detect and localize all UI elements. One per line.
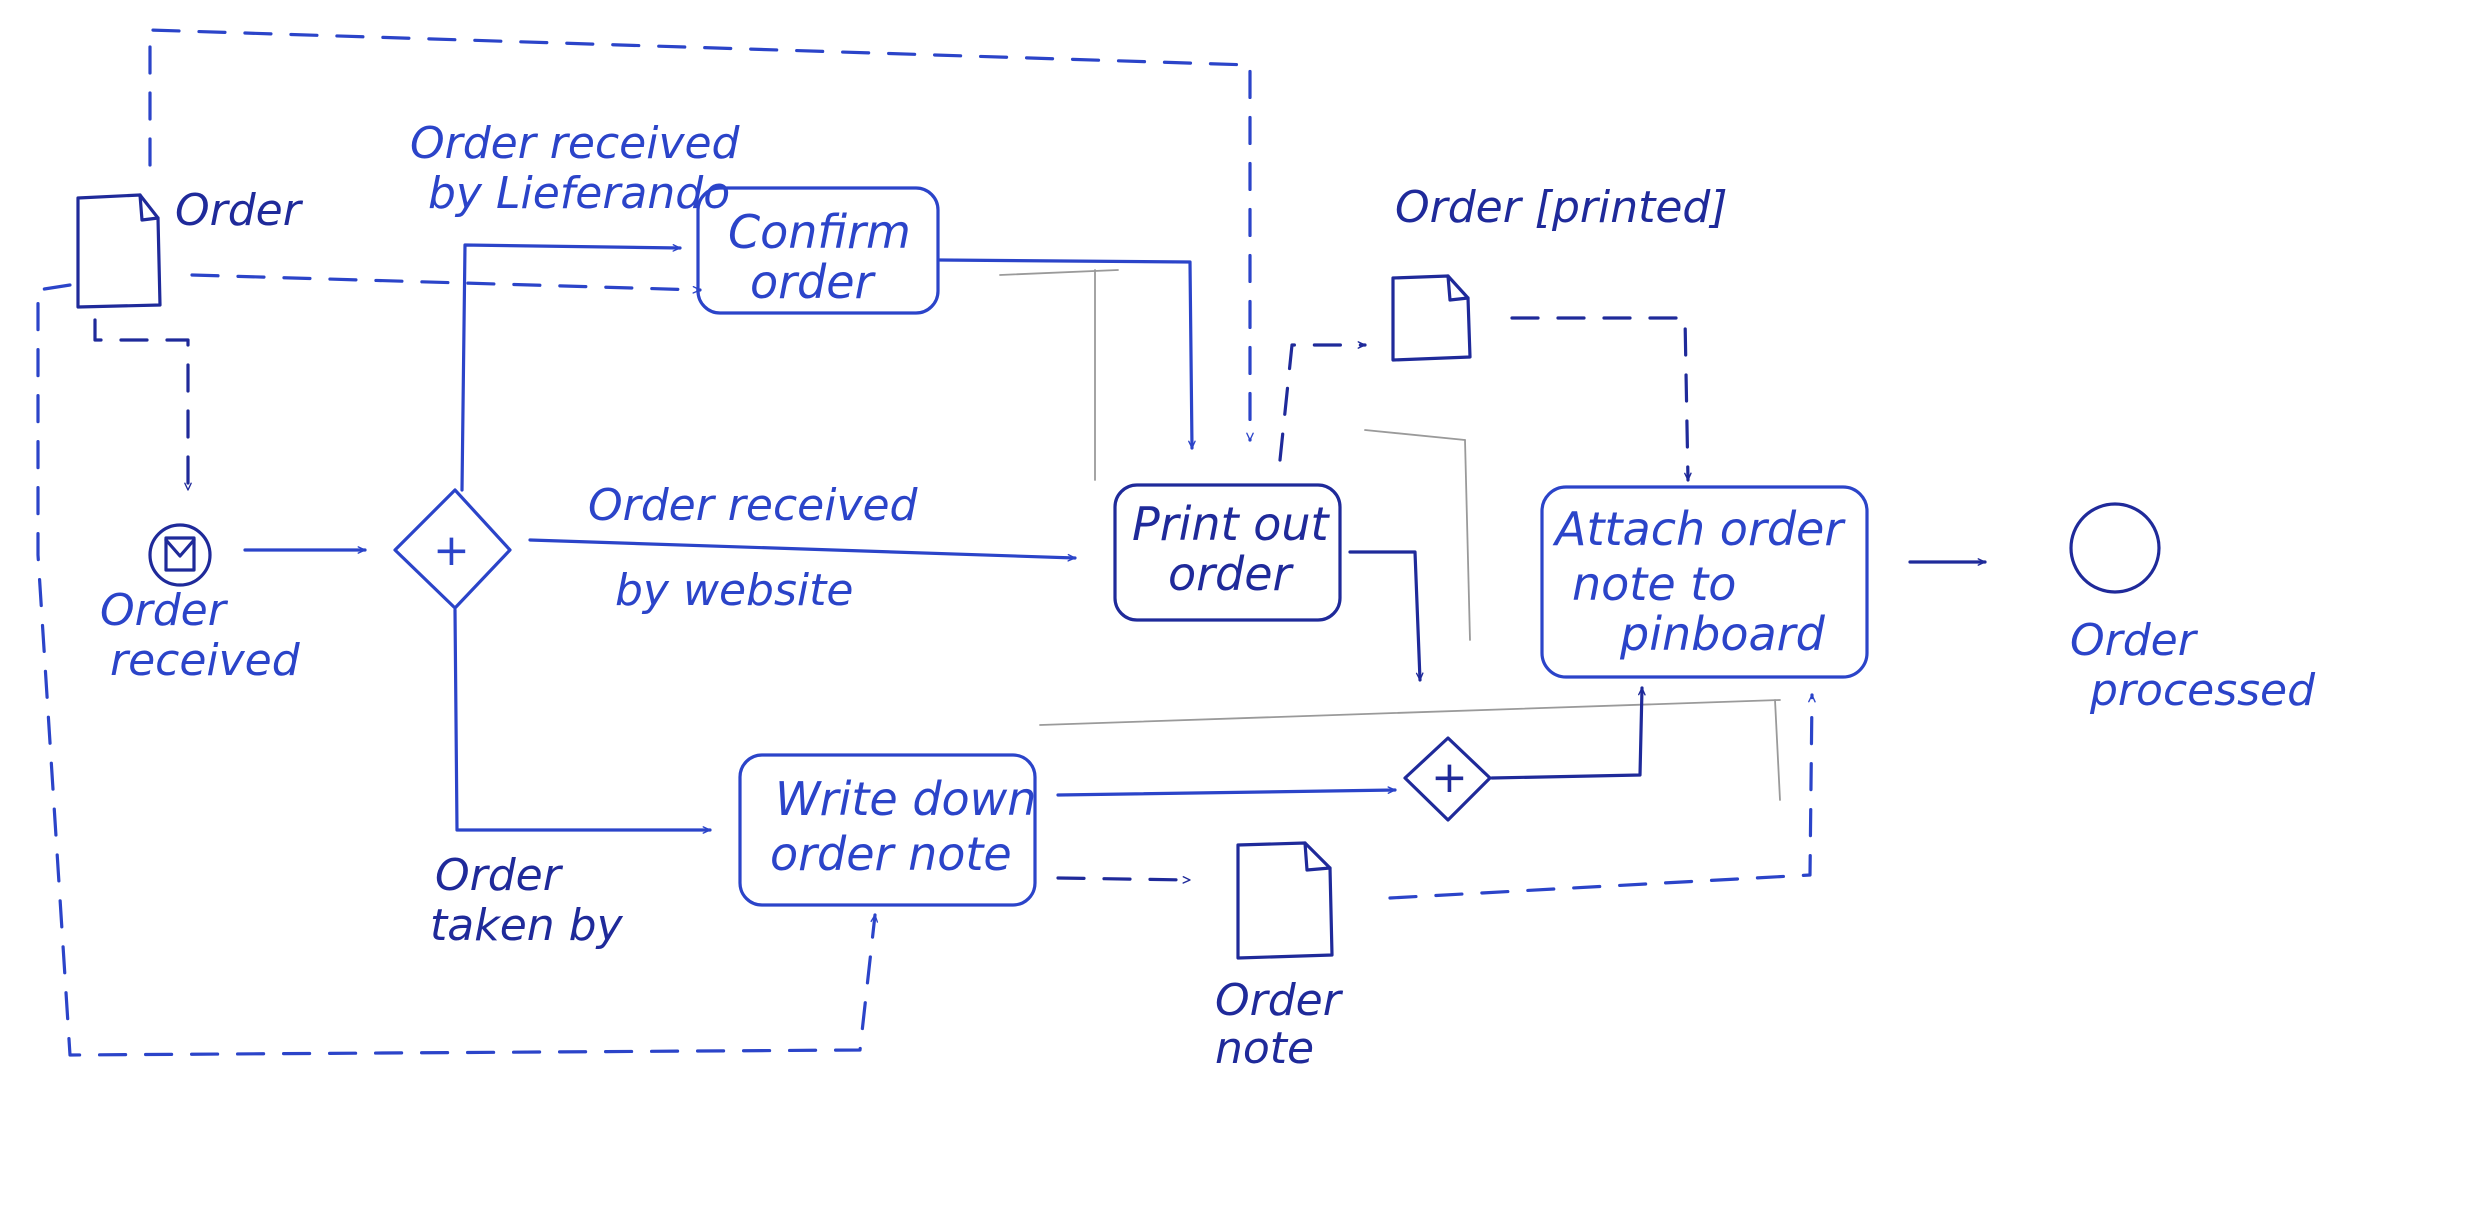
flow-gateway-confirm <box>460 243 682 492</box>
flow-label-website-1: Order received <box>588 480 919 531</box>
order-note-label-2: note <box>1215 1023 1314 1074</box>
assoc-order-start <box>93 318 192 492</box>
start-event-label-2: received <box>110 635 301 686</box>
document-icon <box>1391 274 1472 362</box>
end-event-label-2: processed <box>2089 665 2316 716</box>
task-print-label-1: Print out <box>1132 497 1331 551</box>
task-write-label-2: order note <box>770 827 1012 881</box>
order-printed-data-object: Order [printed] <box>1391 182 1728 362</box>
flow-write-join <box>1056 786 1397 797</box>
order-note-data-object: Order note <box>1215 841 1344 1074</box>
task-write-label-1: Write down <box>775 772 1036 826</box>
flow-label-lieferando-2: by Lieferando <box>428 168 730 219</box>
gateway-split-symbol: + <box>433 525 470 576</box>
task-attach-label-1: Attach order <box>1552 502 1846 556</box>
flow-gateway-write <box>453 608 712 834</box>
flow-confirm-print <box>938 258 1196 450</box>
parallel-gateway-join: + <box>1403 736 1492 822</box>
dashed-loop-bottom <box>36 283 879 1057</box>
document-icon <box>76 193 162 309</box>
parallel-gateway-split: + <box>393 488 512 610</box>
assoc-printed-attach <box>1510 316 1692 482</box>
task-print-label-2: order <box>1168 547 1295 601</box>
document-icon <box>1236 841 1334 960</box>
start-event: Order received <box>100 523 301 686</box>
task-confirm-order: Confirm order <box>696 186 940 315</box>
assoc-note-attach <box>1388 693 1816 900</box>
assoc-print-printed <box>1278 341 1367 462</box>
order-data-object: Order <box>76 185 304 309</box>
assoc-write-note <box>1056 876 1192 884</box>
order-data-label: Order <box>175 185 304 236</box>
task-confirm-label-1: Confirm <box>728 205 911 259</box>
flow-label-taken-1: Order <box>435 850 564 901</box>
end-event: Order processed <box>2069 502 2316 716</box>
flow-join-attach <box>1490 686 1646 780</box>
pencil-guides <box>999 269 1781 801</box>
flow-label-website-2: by website <box>615 565 853 616</box>
assoc-order-confirm <box>190 273 702 294</box>
envelope-icon <box>164 536 196 572</box>
order-note-label-1: Order <box>1215 975 1344 1026</box>
order-printed-label: Order [printed] <box>1395 182 1728 233</box>
start-event-label-1: Order <box>100 585 229 636</box>
task-attach-label-2: note to <box>1572 557 1736 611</box>
flow-gateway-print <box>528 538 1077 562</box>
task-print-order: Print out order <box>1113 483 1342 622</box>
task-attach-pinboard: Attach order note to pinboard <box>1540 485 1869 679</box>
gateway-join-symbol: + <box>1431 752 1468 803</box>
flow-label-taken-2: taken by <box>430 900 624 951</box>
flow-label-lieferando-1: Order received <box>410 118 741 169</box>
end-event-label-1: Order <box>2070 615 2199 666</box>
dashed-loop-top <box>148 28 1254 442</box>
task-confirm-label-2: order <box>750 255 877 309</box>
task-attach-label-3: pinboard <box>1619 607 1826 661</box>
flow-print-down <box>1348 550 1424 682</box>
task-write-order-note: Write down order note <box>738 753 1037 907</box>
